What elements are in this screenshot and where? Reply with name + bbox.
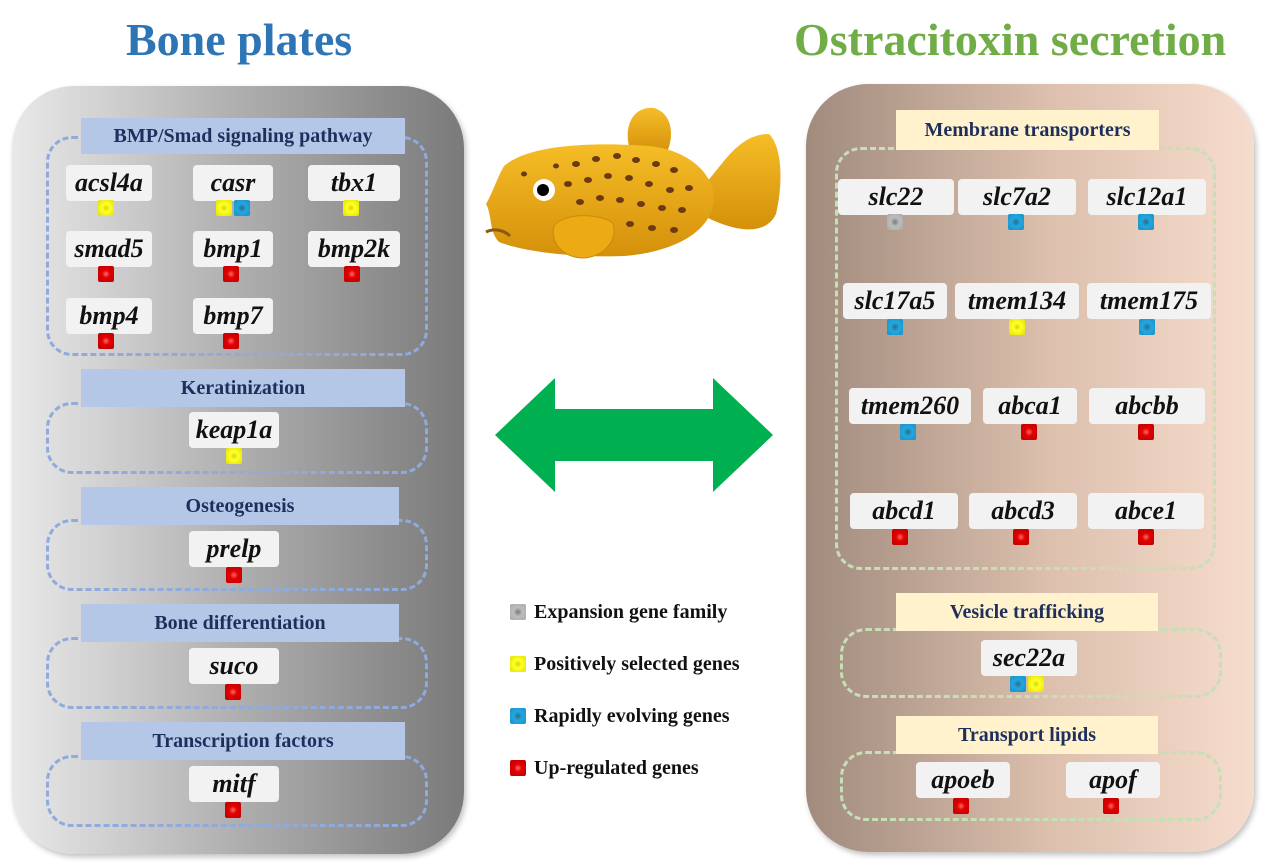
- gene-bmp4: bmp4: [66, 298, 152, 334]
- gene-sec22a: sec22a: [981, 640, 1077, 676]
- title-ostracitoxin-secretion: Ostracitoxin secretion: [794, 14, 1227, 65]
- up-regulated-marker: [98, 333, 114, 349]
- gene-tmem134: tmem134: [955, 283, 1079, 319]
- up-regulated-marker: [1138, 529, 1154, 545]
- header-vesicle-trafficking: Vesicle trafficking: [896, 593, 1158, 631]
- positively-selected-marker: [226, 448, 242, 464]
- legend-swatch-rapidly-evolving: [510, 708, 526, 724]
- header-bone-differentiation: Bone differentiation: [81, 604, 399, 642]
- gene-apoeb: apoeb: [916, 762, 1010, 798]
- rapidly-evolving-marker: [900, 424, 916, 440]
- gene-acsl4a: acsl4a: [66, 165, 152, 201]
- rapidly-evolving-marker: [1139, 319, 1155, 335]
- positively-selected-marker: [1009, 319, 1025, 335]
- legend-swatch-expansion: [510, 604, 526, 620]
- expansion-gene-family-marker: [887, 214, 903, 230]
- rapidly-evolving-marker: [1010, 676, 1026, 692]
- up-regulated-marker: [223, 266, 239, 282]
- header-bmp-smad: BMP/Smad signaling pathway: [81, 118, 405, 154]
- legend-label-positively-selected: Positively selected genes: [534, 653, 740, 675]
- gene-tbx1: tbx1: [308, 165, 400, 201]
- header-osteogenesis: Osteogenesis: [81, 487, 399, 525]
- positively-selected-marker: [98, 200, 114, 216]
- legend-label-expansion: Expansion gene family: [534, 601, 728, 623]
- header-membrane-transporters: Membrane transporters: [896, 110, 1159, 150]
- gene-suco: suco: [189, 648, 279, 684]
- up-regulated-marker: [1103, 798, 1119, 814]
- rapidly-evolving-marker: [887, 319, 903, 335]
- up-regulated-marker: [1138, 424, 1154, 440]
- up-regulated-marker: [223, 333, 239, 349]
- header-transport-lipids: Transport lipids: [896, 716, 1158, 754]
- rapidly-evolving-marker: [234, 200, 250, 216]
- gene-abcd1: abcd1: [850, 493, 958, 529]
- gene-casr: casr: [193, 165, 273, 201]
- up-regulated-marker: [225, 684, 241, 700]
- up-regulated-marker: [892, 529, 908, 545]
- gene-abce1: abce1: [1088, 493, 1204, 529]
- gene-smad5: smad5: [66, 231, 152, 267]
- gene-keap1a: keap1a: [189, 412, 279, 448]
- gene-apof: apof: [1066, 762, 1160, 798]
- gene-abca1: abca1: [983, 388, 1077, 424]
- double-headed-arrow-icon: [495, 378, 773, 492]
- rapidly-evolving-marker: [1008, 214, 1024, 230]
- legend-label-rapidly-evolving: Rapidly evolving genes: [534, 705, 730, 727]
- boxfish-icon: [485, 107, 781, 259]
- gene-bmp7: bmp7: [193, 298, 273, 334]
- gene-tmem260: tmem260: [849, 388, 971, 424]
- positively-selected-marker: [343, 200, 359, 216]
- up-regulated-marker: [98, 266, 114, 282]
- legend-swatch-positively-selected: [510, 656, 526, 672]
- positively-selected-marker: [1028, 676, 1044, 692]
- header-transcription-factors: Transcription factors: [81, 722, 405, 760]
- up-regulated-marker: [344, 266, 360, 282]
- header-keratinization: Keratinization: [81, 369, 405, 407]
- up-regulated-marker: [225, 802, 241, 818]
- gene-abcbb: abcbb: [1089, 388, 1205, 424]
- gene-slc17a5: slc17a5: [843, 283, 947, 319]
- up-regulated-marker: [226, 567, 242, 583]
- up-regulated-marker: [953, 798, 969, 814]
- gene-bmp1: bmp1: [193, 231, 273, 267]
- gene-prelp: prelp: [189, 531, 279, 567]
- legend-swatch-up-regulated: [510, 760, 526, 776]
- gene-slc22: slc22: [838, 179, 954, 215]
- legend-label-up-regulated: Up-regulated genes: [534, 757, 699, 779]
- title-bone-plates: Bone plates: [126, 14, 353, 65]
- gene-slc12a1: slc12a1: [1088, 179, 1206, 215]
- positively-selected-marker: [216, 200, 232, 216]
- up-regulated-marker: [1013, 529, 1029, 545]
- gene-mitf: mitf: [189, 766, 279, 802]
- gene-tmem175: tmem175: [1087, 283, 1211, 319]
- transport-lipids-group: [840, 751, 1222, 821]
- gene-abcd3: abcd3: [969, 493, 1077, 529]
- up-regulated-marker: [1021, 424, 1037, 440]
- rapidly-evolving-marker: [1138, 214, 1154, 230]
- gene-slc7a2: slc7a2: [958, 179, 1076, 215]
- gene-bmp2k: bmp2k: [308, 231, 400, 267]
